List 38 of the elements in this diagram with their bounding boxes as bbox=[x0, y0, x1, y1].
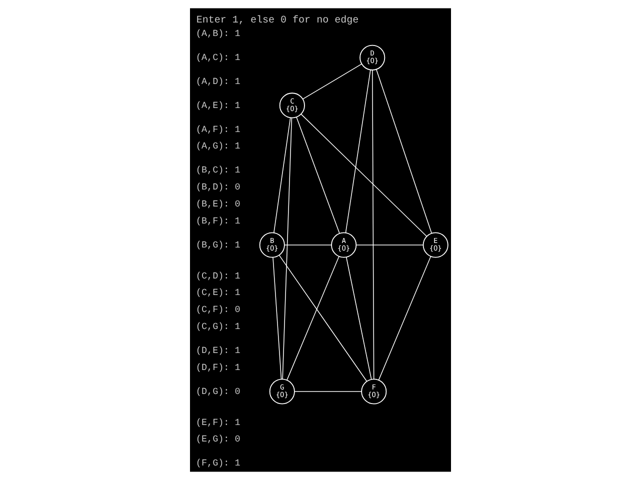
label: (C,F): 0 bbox=[195, 304, 240, 316]
label: (F,G): 1 bbox=[195, 458, 240, 469]
label: (E,G): 0 bbox=[195, 434, 240, 445]
connector bbox=[372, 70, 374, 380]
connector bbox=[296, 116, 340, 234]
label: (D,E): 1 bbox=[195, 345, 240, 356]
connector bbox=[272, 257, 282, 380]
connector bbox=[284, 244, 332, 246]
label: (B,F): 1 bbox=[195, 216, 240, 226]
label: (C,D): 1 bbox=[195, 270, 240, 282]
connector bbox=[375, 68, 432, 234]
connector bbox=[286, 256, 339, 380]
connector bbox=[300, 114, 426, 237]
connector bbox=[278, 254, 367, 382]
connector bbox=[294, 391, 362, 392]
label: (C,G): 1 bbox=[195, 321, 240, 332]
connector bbox=[355, 244, 424, 246]
label: (A,F): 1 bbox=[195, 124, 240, 135]
label: (E,F): 1 bbox=[195, 416, 240, 428]
label: (D,F): 1 bbox=[195, 362, 240, 373]
label: (A,B): 1 bbox=[195, 28, 240, 40]
label: (A,D): 1 bbox=[195, 76, 240, 87]
label: (A,G): 1 bbox=[195, 140, 240, 152]
diagram-title: Enter 1, else 0 for no edge bbox=[196, 15, 358, 26]
label: (B,D): 0 bbox=[195, 182, 240, 193]
connector bbox=[302, 64, 362, 100]
label: (C,E): 1 bbox=[195, 287, 240, 298]
label: (D,G): 0 bbox=[195, 386, 240, 397]
label: (A,C): 1 bbox=[195, 52, 240, 64]
label: (A,E): 1 bbox=[195, 100, 240, 111]
label: (B,G): 1 bbox=[195, 239, 240, 250]
connector bbox=[378, 256, 431, 380]
connector bbox=[345, 256, 372, 380]
connector bbox=[282, 118, 292, 380]
connector bbox=[273, 117, 290, 234]
label: (B,C): 1 bbox=[195, 164, 240, 176]
label: (B,E): 0 bbox=[195, 198, 240, 210]
connector bbox=[344, 70, 370, 234]
